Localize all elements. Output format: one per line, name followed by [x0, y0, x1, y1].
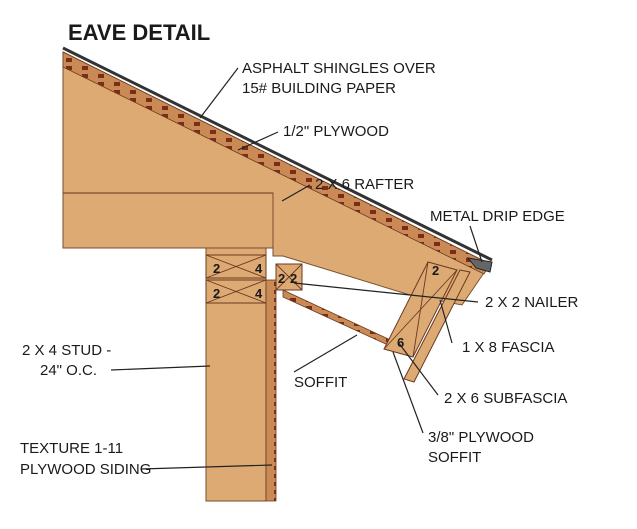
mark-plate-top-left: 2 [213, 261, 220, 276]
subfascia-2x6 [383, 261, 458, 358]
label-asphalt-shingles-1: ASPHALT SHINGLES OVER [242, 60, 436, 77]
label-nailer: 2 X 2 NAILER [485, 294, 579, 311]
top-plate [205, 254, 267, 304]
label-rafter: 2 X 6 RAFTER [315, 176, 414, 193]
nailer-2x2 [275, 263, 303, 291]
label-asphalt-shingles-2: 15# BUILDING PAPER [242, 80, 396, 97]
label-stud-1: 2 X 4 STUD - [22, 342, 111, 359]
plywood-siding [265, 279, 277, 502]
mark-plate-bottom-right: 4 [255, 286, 263, 301]
label-stud-2: 24" O.C. [40, 362, 97, 379]
label-subfascia: 2 X 6 SUBFASCIA [444, 390, 567, 407]
label-plywood-soffit-1: 3/8" PLYWOOD [428, 429, 534, 446]
ceiling-joist [62, 192, 274, 249]
label-fascia: 1 X 8 FASCIA [462, 339, 555, 356]
metal-drip-edge [466, 257, 493, 273]
label-soffit: SOFFIT [294, 374, 347, 391]
leader-lines [110, 67, 483, 470]
mark-nailer-right: 2 [290, 271, 297, 286]
mark-subfascia-top: 2 [432, 263, 439, 278]
label-siding-1: TEXTURE 1-11 [20, 440, 123, 457]
diagram-title: EAVE DETAIL [68, 20, 210, 45]
mark-plate-top-right: 4 [255, 261, 263, 276]
fascia-1x8 [403, 269, 471, 383]
asphalt-shingles [62, 46, 493, 262]
label-plywood: 1/2" PLYWOOD [283, 123, 389, 140]
label-metal-drip-edge: METAL DRIP EDGE [430, 208, 565, 225]
mark-subfascia-bottom: 6 [397, 335, 404, 350]
mark-nailer-left: 2 [278, 271, 285, 286]
label-plywood-soffit-2: SOFFIT [428, 449, 481, 466]
label-siding-2: PLYWOOD SIDING [20, 461, 151, 478]
roof-plywood [62, 51, 491, 275]
mark-plate-bottom-left: 2 [213, 286, 220, 301]
